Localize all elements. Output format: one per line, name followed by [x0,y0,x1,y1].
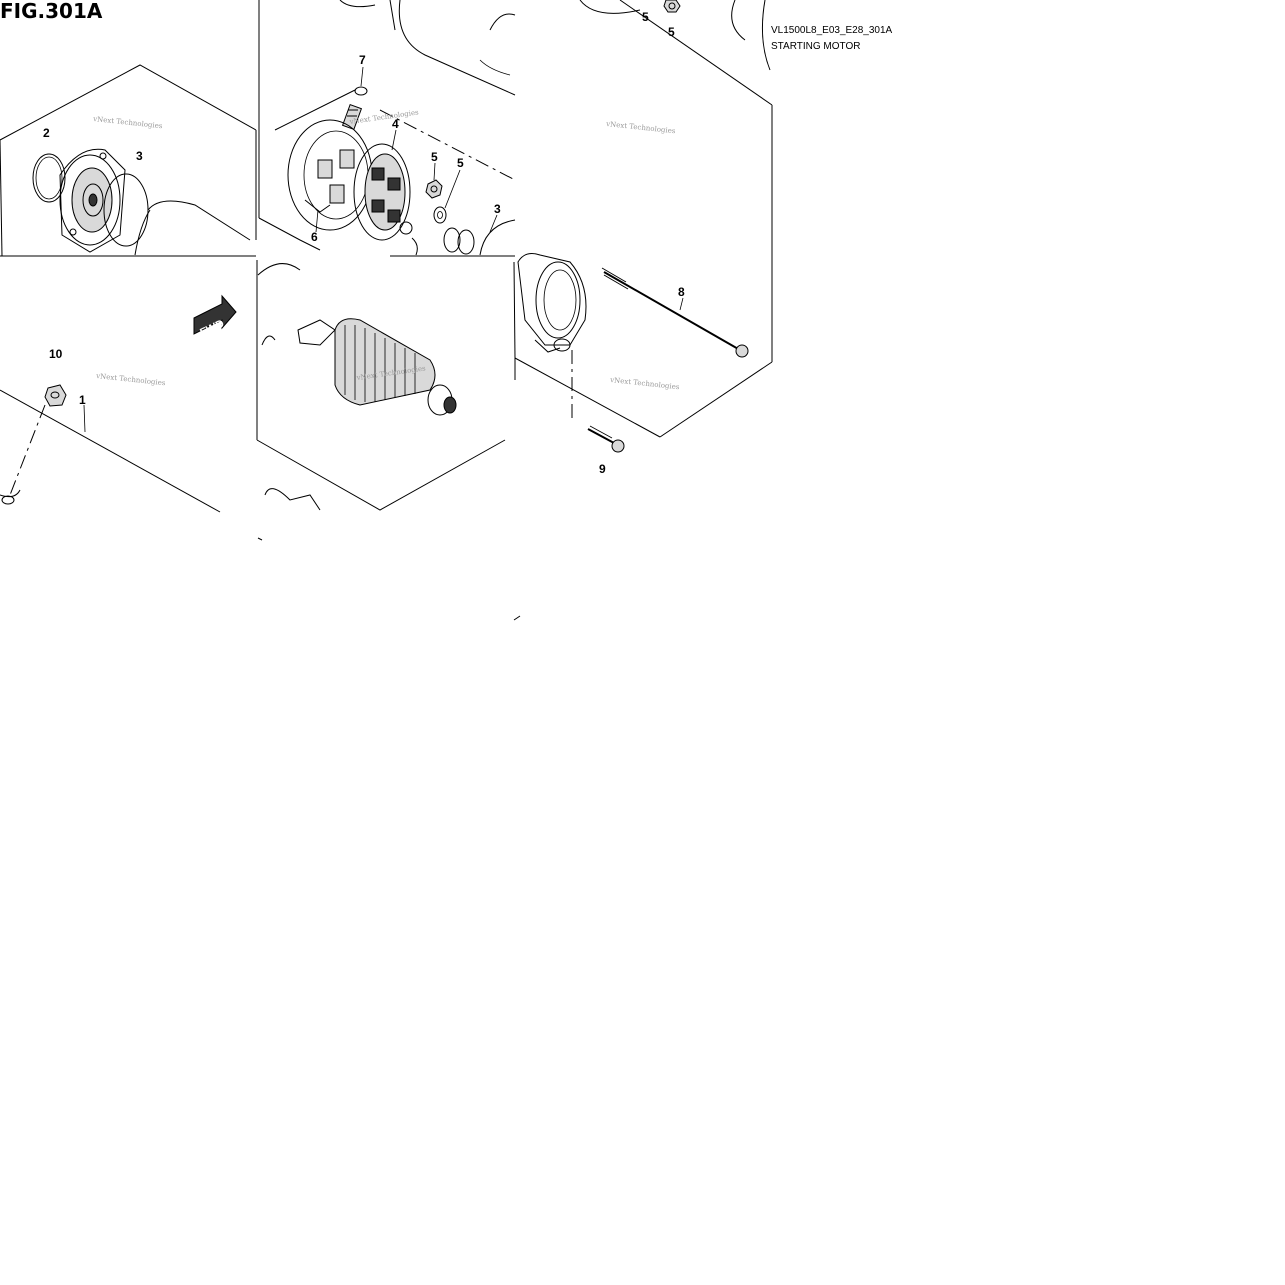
figure-title: FIG.301A [0,0,103,23]
callout-7: 7 [359,53,366,67]
watermark-4: vNext Technologies [95,372,166,387]
callout-10: 10 [49,347,63,361]
callout-5a: 5 [431,150,438,164]
washer-part-7 [354,86,368,96]
o-ring-part-2 [32,153,66,203]
callout-3a: 3 [136,149,143,163]
callout-1: 1 [79,393,86,407]
callout-2: 2 [43,126,50,140]
nut-part-5-rear [663,0,681,13]
callout-5c: 5 [642,10,649,24]
panel-housing-bolts [514,105,773,453]
panel-armature: FWD [193,260,506,511]
figure-name: STARTING MOTOR [771,41,860,52]
callout-4: 4 [392,117,399,131]
callout-5d: 5 [668,25,675,39]
rear-housing [517,253,587,353]
callout-5b: 5 [457,156,464,170]
through-bolt-part-8 [601,267,749,358]
nut-part-5 [425,179,443,199]
armature [297,318,457,416]
watermark-6: vNext Technologies [609,376,680,391]
panel-brush-holder [258,0,516,257]
part-callouts: 1 2 3 3 4 5 5 5 5 6 7 8 9 10 [43,10,685,476]
brush-holder-part-4 [353,143,411,241]
panel-front-cover [0,64,257,257]
panel-rear-cover-top [579,0,773,106]
watermark-1: vNext Technologies [92,115,163,130]
callout-8: 8 [678,285,685,299]
bolt-part-9 [587,425,625,453]
watermark-3: vNext Technologies [605,120,676,135]
forward-direction-arrow: FWD [193,294,237,339]
brush-plate-part-6 [287,119,373,231]
figure-code: VL1500L8_E03_E28_301A [771,25,893,36]
callout-3b: 3 [494,202,501,216]
panel-motor-case [0,384,221,513]
washer-part-5 [433,206,447,224]
front-cover-housing [59,148,126,253]
callout-9: 9 [599,462,606,476]
bolt-part-10 [44,384,67,407]
lower-fragment [257,261,521,621]
terminal-bolt [341,103,363,131]
callout-6: 6 [311,230,318,244]
